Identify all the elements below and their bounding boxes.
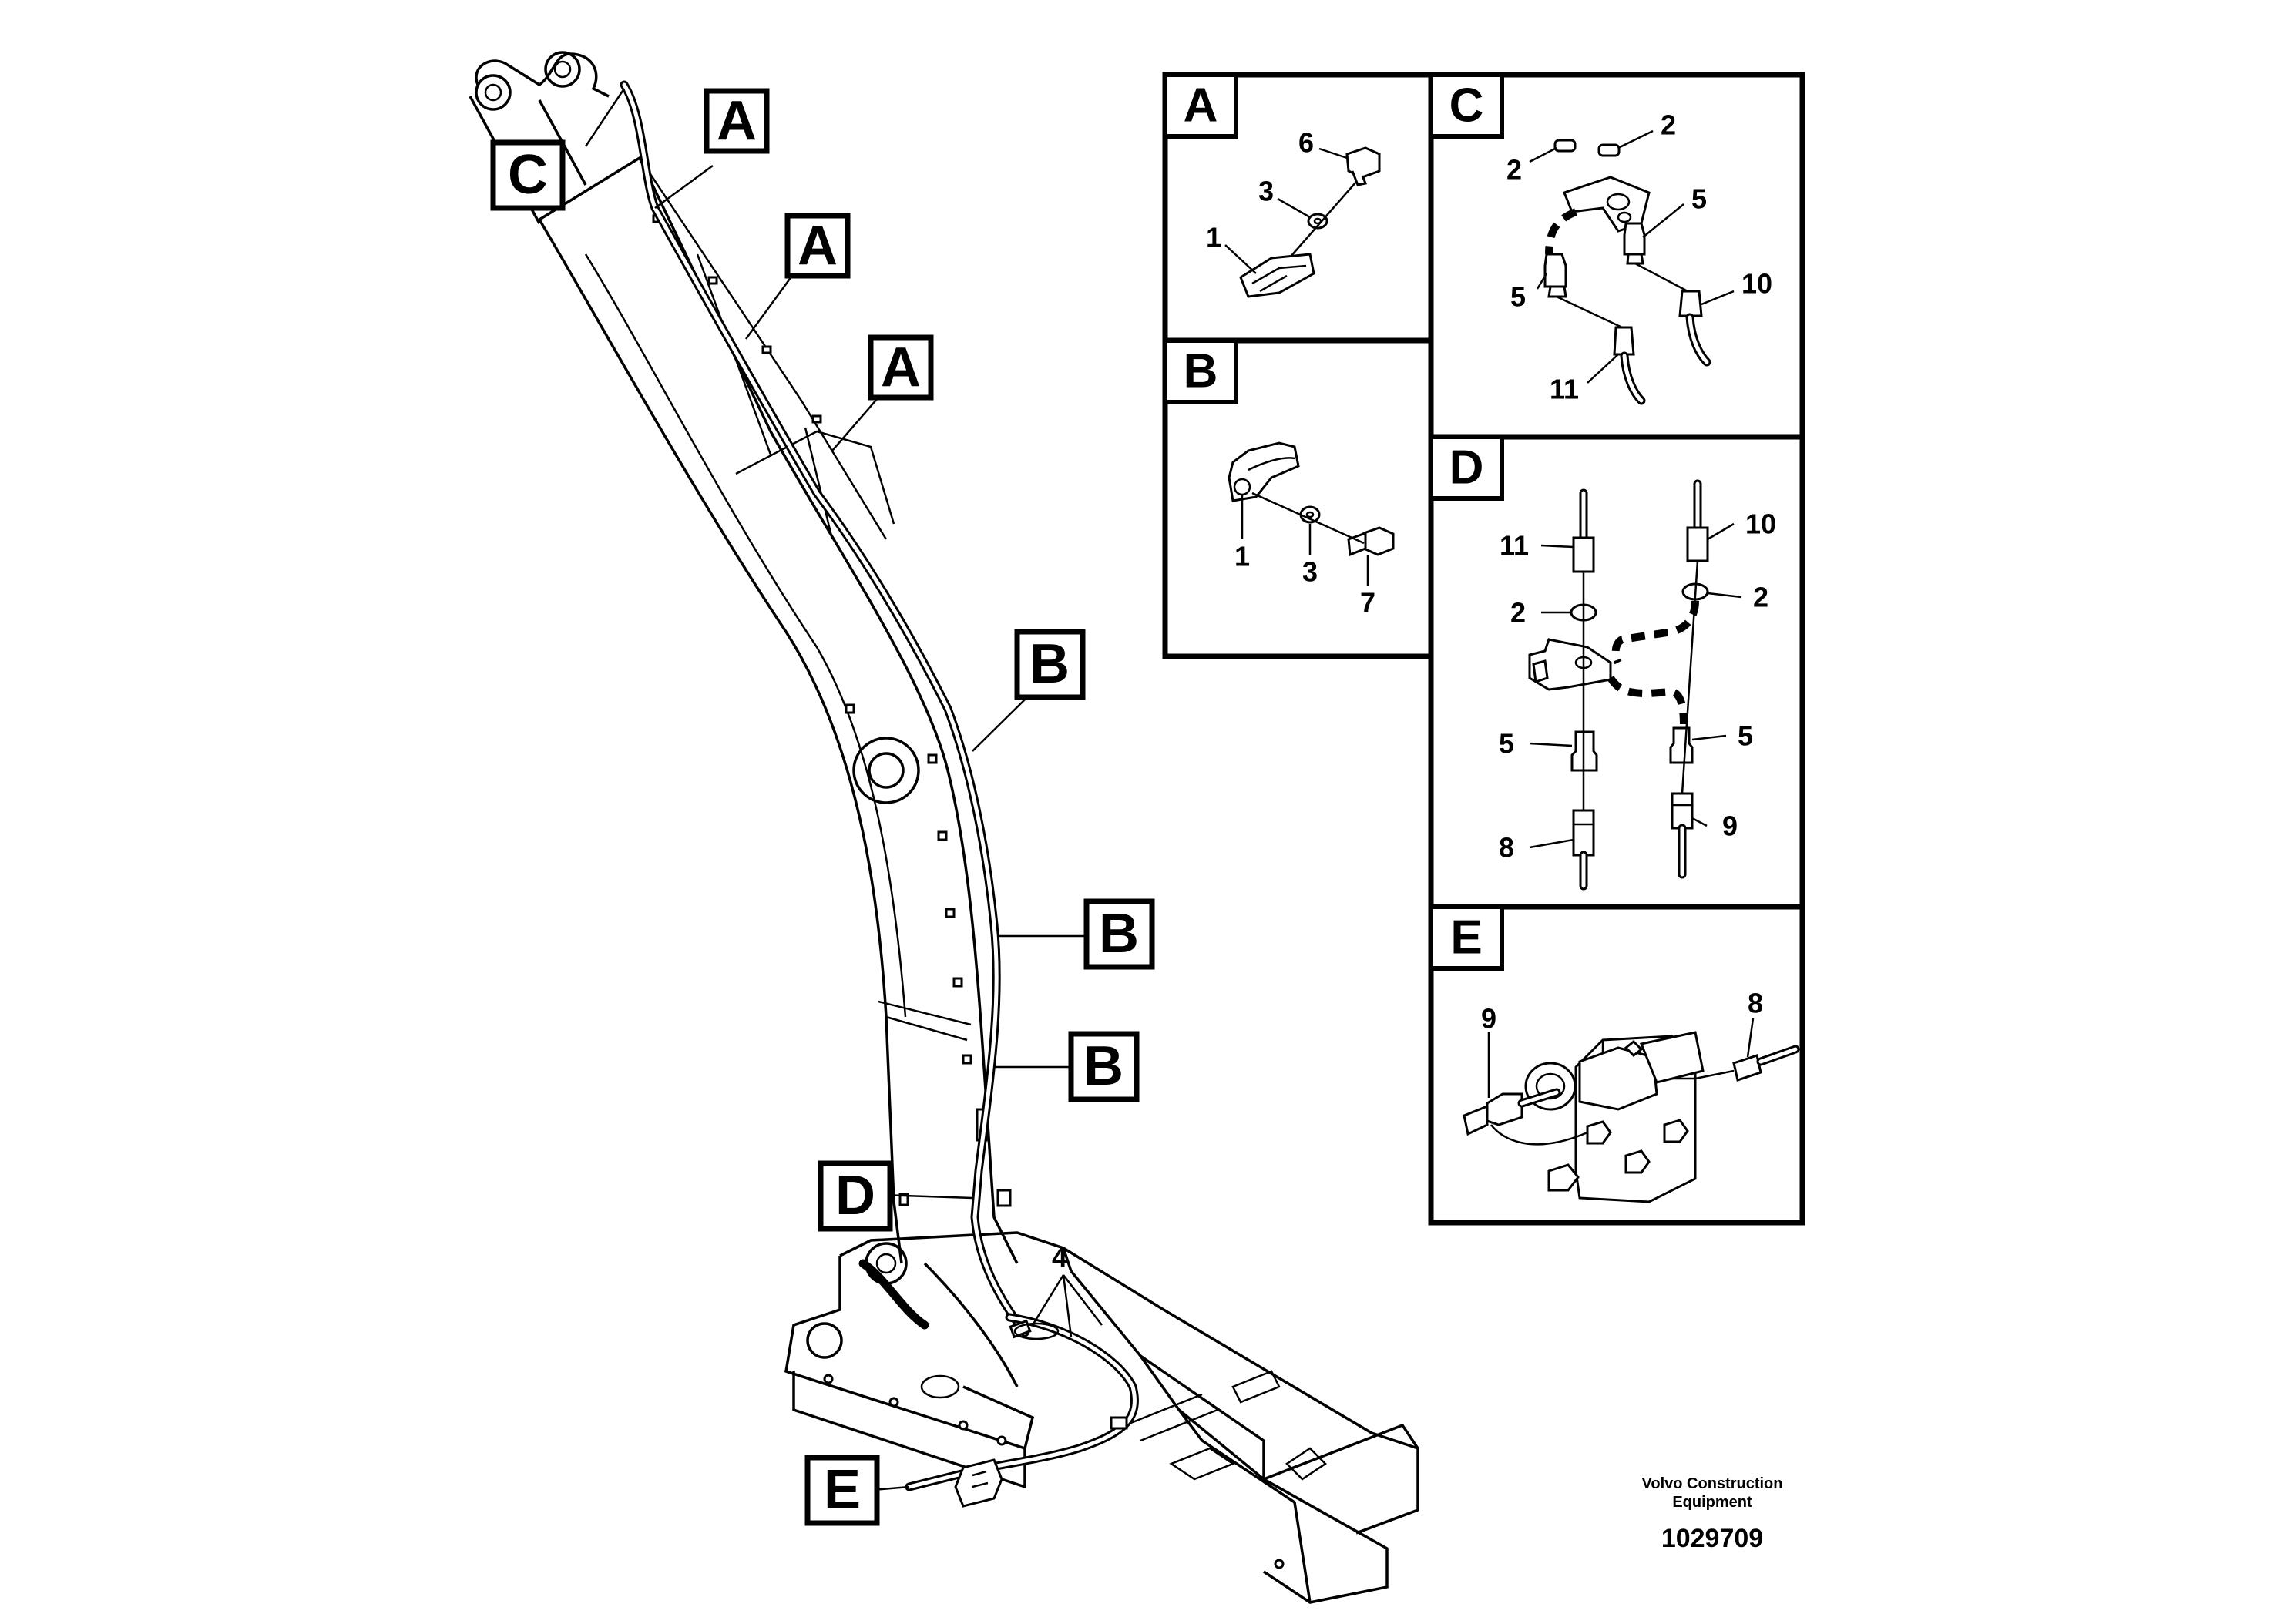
- callout-d: D: [818, 1160, 893, 1232]
- svg-text:A: A: [717, 90, 757, 152]
- panel-d-part-9: 9: [1722, 810, 1738, 842]
- panel-d-part-2-left: 2: [1510, 597, 1526, 629]
- callout-a-1: A: [704, 88, 770, 154]
- svg-text:B: B: [1083, 1035, 1123, 1097]
- svg-text:D: D: [835, 1165, 875, 1226]
- svg-text:A: A: [881, 337, 921, 398]
- svg-text:A: A: [798, 215, 838, 277]
- hose-clamps: [1009, 1319, 1128, 1430]
- svg-text:D: D: [1449, 441, 1484, 495]
- panel-b: B 1 3 7: [1162, 337, 1434, 659]
- valve-e-small: [954, 1458, 1003, 1508]
- svg-text:E: E: [824, 1459, 861, 1521]
- callout-e: E: [804, 1455, 880, 1526]
- panel-b-part-3: 3: [1302, 556, 1318, 588]
- panel-c-part-10: 10: [1741, 268, 1772, 300]
- hose-run: [620, 80, 1139, 1491]
- manufacturer-line-1: Volvo Construction: [1642, 1475, 1783, 1492]
- base-frame: [784, 1231, 1419, 1604]
- panel-a-part-6: 6: [1298, 127, 1314, 159]
- panel-e-part-8: 8: [1748, 988, 1763, 1019]
- panel-c-part-5-left: 5: [1510, 281, 1526, 313]
- svg-text:C: C: [1449, 79, 1484, 133]
- panel-d-part-5-left: 5: [1499, 728, 1514, 760]
- callout-leaders: [584, 88, 1103, 1492]
- drawing-number: 1029709: [1661, 1524, 1763, 1553]
- boom-outline: [538, 156, 1019, 1264]
- panel-a: A 6 3 1: [1162, 72, 1434, 344]
- svg-text:B: B: [1099, 903, 1139, 965]
- manufacturer-line-2: Equipment: [1672, 1494, 1752, 1511]
- cylinder-pivot: [852, 737, 920, 804]
- callout-b-1: B: [1014, 629, 1086, 700]
- panel-d-part-2-right: 2: [1753, 582, 1768, 613]
- panel-b-part-7: 7: [1360, 587, 1375, 619]
- callout-c: C: [490, 139, 566, 211]
- panel-c: C 2 2: [1428, 72, 1805, 440]
- svg-text:C: C: [508, 144, 548, 206]
- panel-e: E 9: [1428, 904, 1805, 1226]
- panel-a-part-3: 3: [1258, 176, 1274, 207]
- callout-b-2: B: [1083, 898, 1155, 970]
- panel-d-part-8: 8: [1499, 832, 1514, 864]
- panel-d: D: [1428, 434, 1805, 910]
- svg-text:B: B: [1184, 345, 1218, 398]
- callout-a-3: A: [868, 334, 934, 401]
- panel-a-part-1: 1: [1206, 222, 1221, 253]
- panel-d-part-11: 11: [1500, 530, 1529, 562]
- callout-b-3: B: [1068, 1031, 1140, 1102]
- panel-d-part-5-right: 5: [1738, 720, 1753, 752]
- svg-text:A: A: [1184, 79, 1218, 133]
- boom-tip: [469, 51, 610, 224]
- panel-e-part-9: 9: [1481, 1003, 1496, 1035]
- footer: Volvo Construction Equipment 1029709: [1642, 1475, 1783, 1553]
- panel-c-part-2-right: 2: [1661, 109, 1676, 141]
- panel-c-part-5-right: 5: [1691, 183, 1707, 215]
- svg-text:E: E: [1450, 911, 1482, 965]
- svg-text:B: B: [1029, 633, 1070, 695]
- panel-d-part-10: 10: [1745, 508, 1776, 540]
- detail-panels: A 6 3 1 B: [1162, 72, 1805, 1226]
- panel-c-part-2-left: 2: [1506, 154, 1522, 186]
- boom-bolts: [652, 214, 1012, 1207]
- item-4-label: 4: [1052, 1242, 1067, 1273]
- panel-c-part-11: 11: [1550, 374, 1579, 405]
- callout-a-2: A: [784, 213, 851, 279]
- panel-b-part-1: 1: [1234, 541, 1250, 572]
